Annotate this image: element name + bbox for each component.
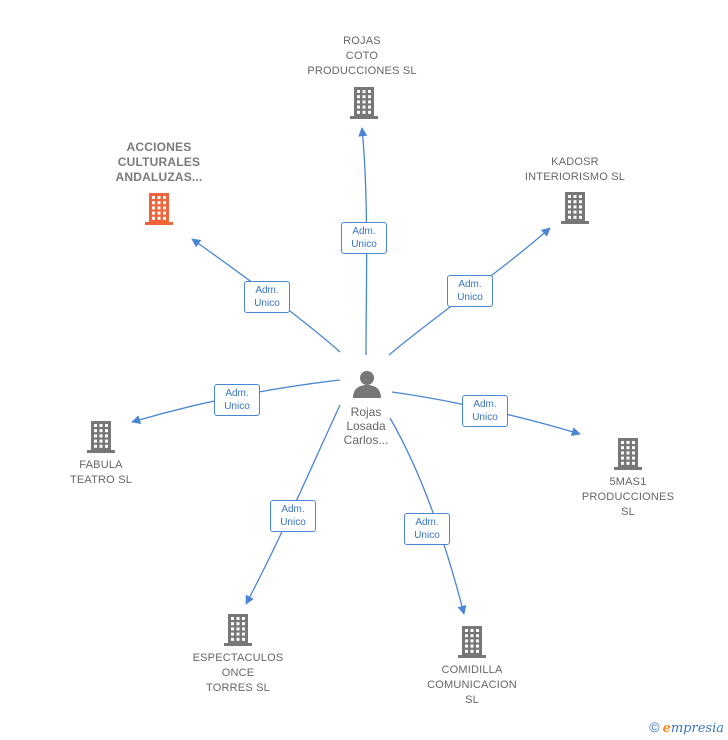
company-name-comidilla[interactable]: COMIDILLA COMUNICACION SL (427, 664, 517, 706)
company-name-espectaculos[interactable]: ESPECTACULOS ONCE TORRES SL (192, 652, 284, 694)
brand-logo-e: e (662, 721, 671, 736)
company-name-rojas-coto[interactable]: ROJAS COTO PRODUCCIONES SL (307, 35, 417, 77)
building-icon-espectaculos[interactable] (224, 614, 252, 646)
person-icon[interactable] (353, 371, 381, 398)
edge-label-espectaculos: Adm. Unico (270, 500, 316, 532)
copyright-symbol: © (649, 719, 660, 735)
edge-label-acciones: Adm. Unico (244, 281, 290, 313)
building-icon-acciones[interactable] (145, 193, 173, 225)
center-person-name[interactable]: Rojas Losada Carlos... (343, 405, 389, 447)
edge-label-5mas1: Adm. Unico (462, 395, 508, 427)
edge-comidilla (389, 417, 467, 615)
brand-logo-text: mpresia (670, 721, 724, 736)
company-name-fabula[interactable]: FABULA TEATRO SL (69, 459, 133, 486)
company-name-5mas1[interactable]: 5MAS1 PRODUCCIONES SL (581, 476, 675, 518)
building-icon-kadosr[interactable] (561, 192, 589, 224)
building-icon-comidilla[interactable] (458, 626, 486, 658)
footer-brand: ©empresia (649, 719, 724, 736)
building-icon-fabula[interactable] (87, 421, 115, 453)
edge-label-comidilla: Adm. Unico (404, 513, 450, 545)
company-name-kadosr[interactable]: KADOSR INTERIORISMO SL (524, 156, 626, 183)
building-icon-rojas-coto[interactable] (350, 87, 378, 119)
edge-label-kadosr: Adm. Unico (447, 275, 493, 307)
edge-label-rojas-coto: Adm. Unico (341, 222, 387, 254)
edge-label-fabula: Adm. Unico (214, 384, 260, 416)
company-name-acciones[interactable]: ACCIONES CULTURALES ANDALUZAS... (115, 140, 203, 184)
building-icon-5mas1[interactable] (614, 438, 642, 470)
